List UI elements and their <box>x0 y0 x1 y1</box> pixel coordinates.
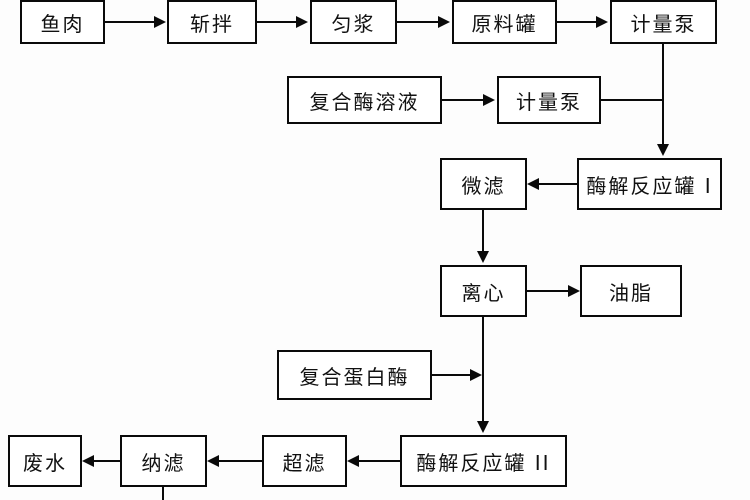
connector-homogenate-to-raw-tank <box>397 16 450 28</box>
node-microfiltration: 微滤 <box>440 158 527 210</box>
node-nanofiltration: 纳滤 <box>120 435 207 487</box>
node-oil: 油脂 <box>580 265 682 317</box>
connector-raw-tank-to-pump1 <box>557 16 608 28</box>
connector-protease-to-reactor2-join <box>432 369 482 381</box>
node-centrifuge: 离心 <box>440 265 527 317</box>
connector-fish-to-chop <box>105 16 166 28</box>
node-wastewater: 废水 <box>8 435 82 487</box>
node-homogenate: 匀浆 <box>310 0 397 44</box>
connector-centrifuge-to-reactor2 <box>477 317 489 433</box>
connector-nanofiltration-to-wastewater <box>82 455 120 467</box>
node-enzymolysis-reactor-2: 酶解反应罐 II <box>400 435 567 487</box>
node-metering-pump-1: 计量泵 <box>610 0 717 44</box>
node-compound-protease: 复合蛋白酶 <box>277 350 432 400</box>
connector-microfiltration-to-centrifuge <box>477 210 489 263</box>
connector-pump1-to-reactor1 <box>657 44 669 156</box>
node-ultrafiltration: 超滤 <box>262 435 347 487</box>
connector-chop-to-homogenate <box>257 16 308 28</box>
connector-ultrafiltration-to-nanofiltration <box>207 455 262 467</box>
node-chopping: 斩拌 <box>167 0 257 44</box>
node-raw-material-tank: 原料罐 <box>452 0 557 44</box>
connector-centrifuge-to-oil <box>527 285 580 297</box>
connector-reactor1-to-microfiltration <box>527 178 577 190</box>
connector-enzyme-solution-to-pump2 <box>442 94 495 106</box>
node-metering-pump-2: 计量泵 <box>497 76 601 124</box>
node-fish-meat: 鱼肉 <box>20 0 105 44</box>
node-enzymolysis-reactor-1: 酶解反应罐 I <box>577 158 722 210</box>
node-compound-enzyme-solution: 复合酶溶液 <box>287 76 442 124</box>
connector-reactor2-to-ultrafiltration <box>347 455 400 467</box>
